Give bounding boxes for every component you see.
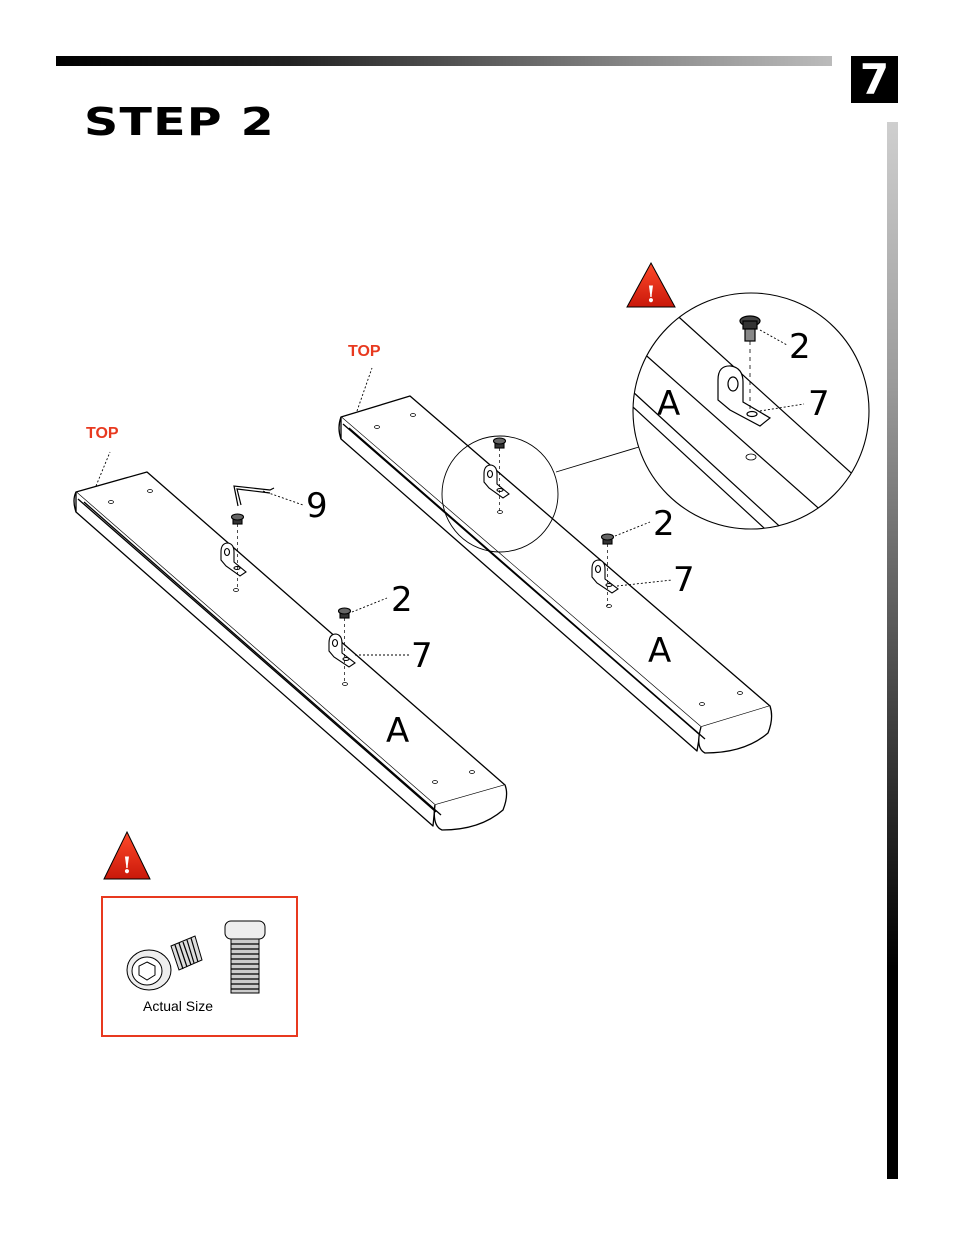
warning-triangle-icon: ! — [627, 263, 675, 308]
svg-text:!: ! — [122, 853, 132, 879]
svg-text:!: ! — [646, 282, 656, 308]
callout-7-zoom: 7 — [808, 387, 830, 421]
allen-key-icon — [234, 486, 274, 506]
callout-7-left: 7 — [411, 639, 433, 673]
callout-2-left: 2 — [391, 583, 413, 617]
warning-triangle-icon: ! — [104, 832, 150, 879]
part-a-left: A — [386, 714, 409, 748]
label-top-right: TOP — [348, 343, 381, 361]
label-top-left: TOP — [86, 425, 119, 443]
callout-2-right: 2 — [653, 507, 675, 541]
callout-7-right: 7 — [673, 563, 695, 597]
callout-9: 9 — [306, 489, 328, 523]
part-a-right: A — [648, 634, 671, 668]
part-a-zoom: A — [657, 387, 680, 421]
callout-2-zoom: 2 — [789, 330, 811, 364]
actual-size-caption: Actual Size — [143, 998, 213, 1014]
actual-size-box: Actual Size — [101, 896, 298, 1037]
hex-socket-bolt-icon — [103, 898, 296, 1035]
